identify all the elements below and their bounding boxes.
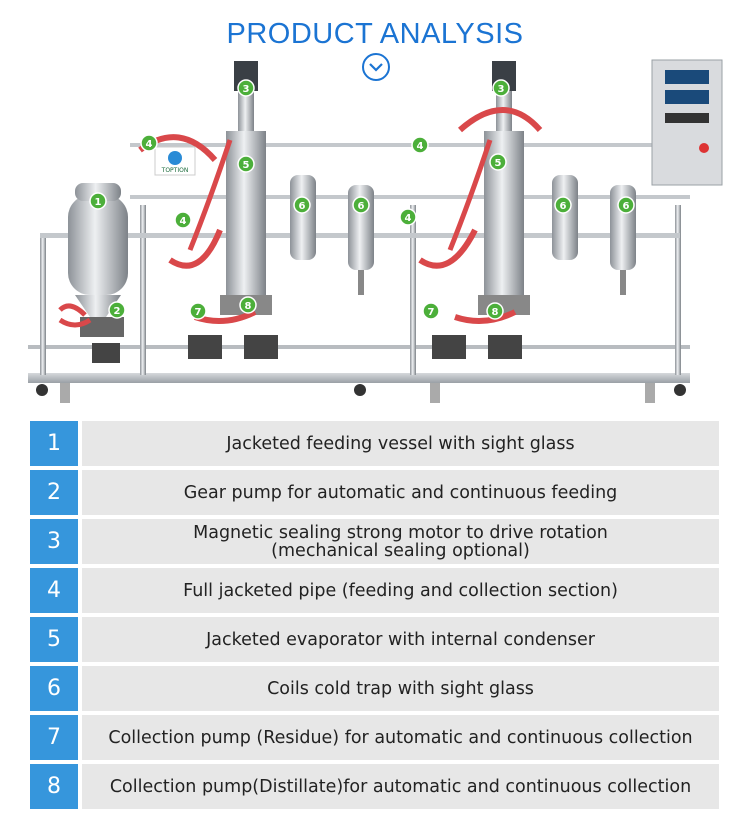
table-row: 3 Magnetic sealing strong motor to drive… (30, 519, 719, 564)
row-number: 1 (30, 421, 78, 466)
callout-6c: 6 (560, 201, 567, 212)
row-description: Gear pump for automatic and continuous f… (82, 470, 719, 515)
row-description-line1: Magnetic sealing strong motor to drive r… (193, 522, 608, 543)
callout-3a: 3 (243, 84, 250, 95)
row-number: 4 (30, 568, 78, 613)
row-number: 3 (30, 519, 78, 564)
callout-3b: 3 (498, 84, 505, 95)
row-description: Collection pump (Residue) for automatic … (82, 715, 719, 760)
callout-4b: 4 (417, 141, 424, 152)
table-row: 6 Coils cold trap with sight glass (30, 666, 719, 711)
callout-6a: 6 (299, 201, 306, 212)
callout-6d: 6 (623, 201, 630, 212)
row-description: Full jacketed pipe (feeding and collecti… (82, 568, 719, 613)
row-number: 2 (30, 470, 78, 515)
brand-logo-text: TOPTION (161, 167, 189, 174)
row-description: Jacketed feeding vessel with sight glass (82, 421, 719, 466)
callout-6b: 6 (358, 201, 365, 212)
row-description-line2: (mechanical sealing optional) (271, 540, 530, 561)
callout-7b: 7 (428, 307, 435, 318)
callout-4c: 4 (180, 216, 187, 227)
callout-2: 2 (114, 306, 121, 317)
row-description: Magnetic sealing strong motor to drive r… (82, 519, 719, 564)
row-number: 5 (30, 617, 78, 662)
table-row: 2 Gear pump for automatic and continuous… (30, 470, 719, 515)
callout-5a: 5 (243, 160, 250, 171)
page-title: PRODUCT ANALYSIS (226, 18, 524, 50)
chevron-down-icon (362, 53, 390, 81)
callout-5b: 5 (495, 158, 502, 169)
row-description: Coils cold trap with sight glass (82, 666, 719, 711)
callout-4a: 4 (146, 139, 153, 150)
callout-8a: 8 (245, 301, 252, 312)
callout-1: 1 (95, 197, 102, 208)
table-row: 8 Collection pump(Distillate)for automat… (30, 764, 719, 809)
row-description: Collection pump(Distillate)for automatic… (82, 764, 719, 809)
row-number: 6 (30, 666, 78, 711)
table-row: 7 Collection pump (Residue) for automati… (30, 715, 719, 760)
callout-4d: 4 (405, 213, 412, 224)
row-description: Jacketed evaporator with internal conden… (82, 617, 719, 662)
row-number: 7 (30, 715, 78, 760)
callout-8b: 8 (492, 307, 499, 318)
row-number: 8 (30, 764, 78, 809)
table-row: 4 Full jacketed pipe (feeding and collec… (30, 568, 719, 613)
table-row: 5 Jacketed evaporator with internal cond… (30, 617, 719, 662)
product-illustration: TOPTION 1 2 3 3 4 4 4 4 5 5 6 6 6 6 7 (28, 59, 723, 403)
callout-7a: 7 (195, 307, 202, 318)
table-row: 1 Jacketed feeding vessel with sight gla… (30, 421, 719, 466)
